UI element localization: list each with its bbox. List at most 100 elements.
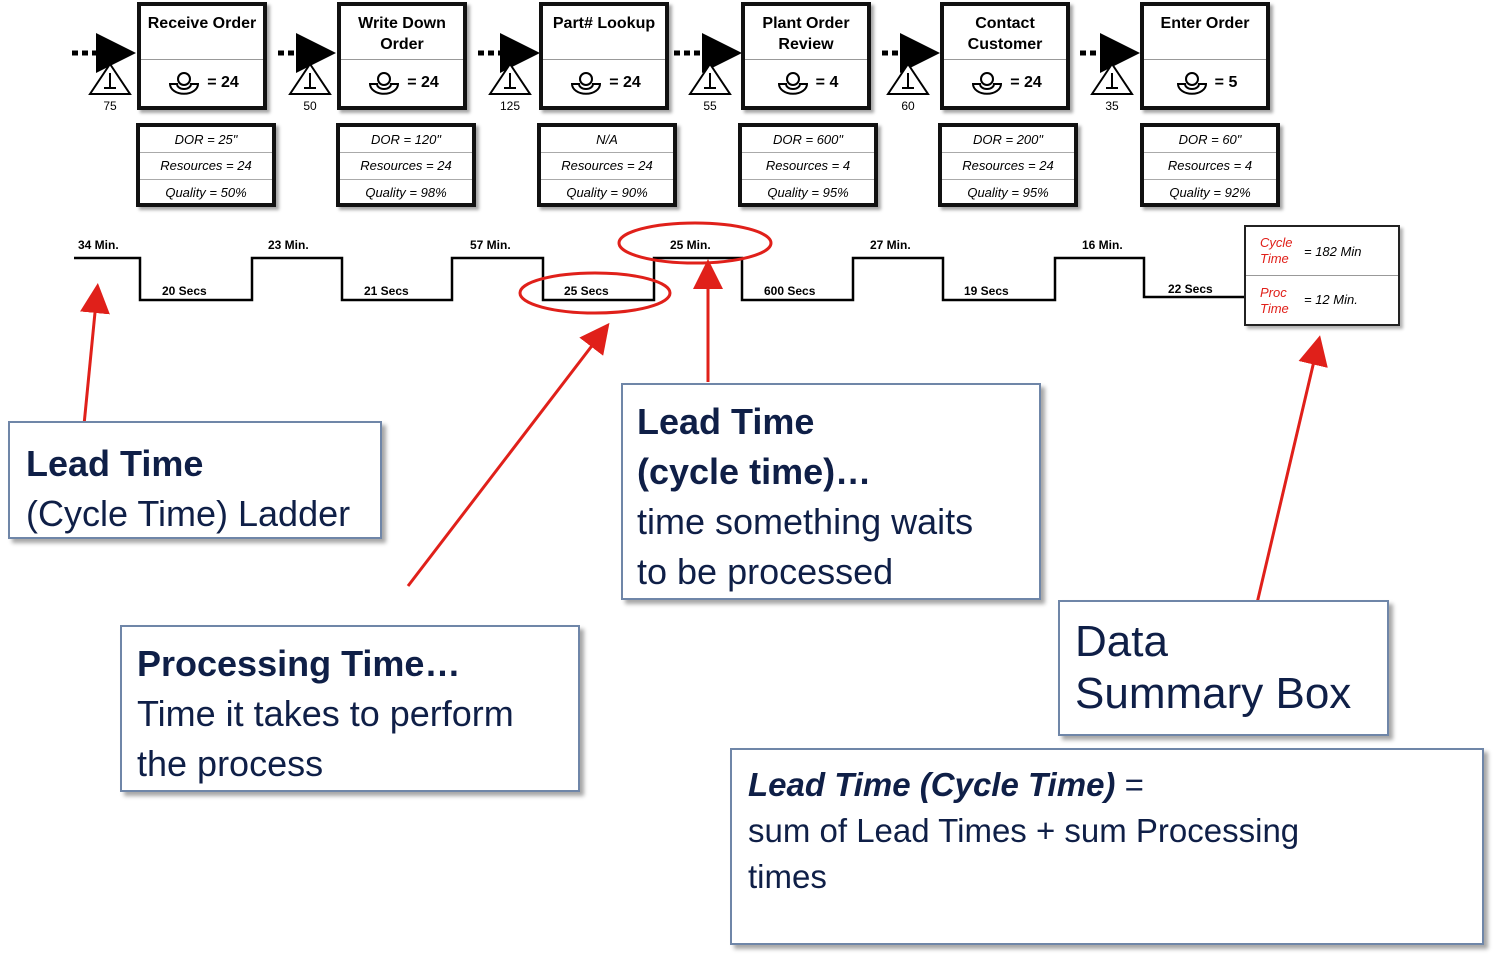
operator-icon [1176, 72, 1207, 95]
callout-body: time something waits [637, 501, 974, 542]
processing-time-label-6: 22 Secs [1168, 282, 1213, 296]
callout-subheading: (cycle time)… [637, 451, 872, 492]
processing-time-highlight [518, 271, 672, 315]
data-box-write-down-order: DOR = 120" Resources = 24 Quality = 98% [336, 123, 476, 207]
inventory-label-6: 35 [1105, 99, 1119, 113]
formula-body: times [748, 858, 827, 895]
data-box-plant-order-review: DOR = 600" Resources = 4 Quality = 95% [738, 123, 878, 207]
inventory-triangle-4 [688, 62, 732, 95]
timeline-ladder [74, 256, 1244, 302]
processing-time-label-2: 21 Secs [364, 284, 409, 298]
inventory-triangle-1 [88, 62, 132, 95]
formula-body: sum of Lead Times + sum Processing [748, 812, 1300, 849]
processing-time-label-4: 600 Secs [764, 284, 816, 298]
dor-value: DOR = 25" [140, 127, 272, 154]
operator-icon [571, 72, 602, 95]
quality-value: Quality = 95% [767, 184, 849, 200]
dor-value: DOR = 600" [742, 127, 874, 154]
process-title: Enter Order [1144, 6, 1266, 60]
process-box-enter-order: Enter Order = 5 [1140, 2, 1270, 110]
callout-heading: Lead Time [637, 401, 815, 442]
formula-line: Lead Time (Cycle Time) = [748, 762, 1482, 808]
process-box-contact-customer: Contact Customer = 24 [940, 2, 1070, 110]
inventory-label-2: 50 [303, 99, 317, 113]
operator-icon [369, 72, 400, 95]
callout-data-summary-box: Data Summary Box [1058, 600, 1389, 736]
callout-body: (Cycle Time) Ladder [26, 493, 351, 534]
inventory-label-5: 60 [901, 99, 915, 113]
resources-value: Resources = 24 [140, 153, 272, 180]
operator-count: = 24 [1010, 74, 1042, 91]
inventory-label-1: 75 [103, 99, 117, 113]
cycle-time-value: = 182 Min [1304, 244, 1362, 259]
resources-value: Resources = 4 [742, 153, 874, 180]
dor-value: N/A [541, 127, 673, 154]
lead-time-label-3: 57 Min. [470, 238, 511, 252]
callout-heading: Lead Time [26, 443, 204, 484]
operator-icon [777, 72, 808, 95]
data-box-receive-order: DOR = 25" Resources = 24 Quality = 50% [136, 123, 276, 207]
pointer-lead-ladder [80, 283, 110, 426]
data-box-contact-customer: DOR = 200" Resources = 24 Quality = 95% [938, 123, 1078, 207]
callout-lead-time-ladder: Lead Time (Cycle Time) Ladder [8, 421, 382, 539]
lead-time-label-4: 25 Min. [670, 238, 711, 252]
inventory-triangle-5 [886, 62, 930, 95]
processing-time-label-1: 20 Secs [162, 284, 207, 298]
inventory-triangle-2 [288, 62, 332, 95]
data-box-enter-order: DOR = 60" Resources = 4 Quality = 92% [1140, 123, 1280, 207]
process-title: Part# Lookup [543, 6, 665, 60]
resources-value: Resources = 4 [1144, 153, 1276, 180]
formula-equals: = [1115, 766, 1144, 803]
process-title: Contact Customer [944, 6, 1066, 60]
operator-icon [972, 72, 1003, 95]
operator-icon [169, 72, 200, 95]
process-title: Plant Order Review [745, 6, 867, 60]
operator-count: = 24 [207, 74, 239, 91]
callout-formula: Lead Time (Cycle Time) = sum of Lead Tim… [730, 748, 1484, 945]
resources-value: Resources = 24 [340, 153, 472, 180]
lead-time-label-6: 16 Min. [1082, 238, 1123, 252]
quality-value: Quality = 92% [1169, 184, 1251, 200]
process-box-plant-order-review: Plant Order Review = 4 [741, 2, 871, 110]
process-box-receive-order: Receive Order = 24 [137, 2, 267, 110]
callout-body: Time it takes to perform [137, 693, 514, 734]
dor-value: DOR = 60" [1144, 127, 1276, 154]
pointer-processing [406, 322, 610, 587]
pointer-summary [1244, 335, 1328, 651]
quality-value: Quality = 90% [566, 184, 648, 200]
processing-time-label-5: 19 Secs [964, 284, 1009, 298]
operator-count: = 24 [609, 74, 641, 91]
inventory-triangle-3 [488, 62, 532, 95]
quality-value: Quality = 98% [365, 184, 447, 200]
callout-line: Data [1075, 617, 1168, 666]
data-summary-box: Cycle Time = 182 Min Proc Time = 12 Min. [1244, 225, 1400, 326]
data-box-part-lookup: N/A Resources = 24 Quality = 90% [537, 123, 677, 207]
callout-line: Summary Box [1075, 669, 1352, 718]
inventory-label-4: 55 [703, 99, 717, 113]
process-title: Receive Order [141, 6, 263, 60]
lead-time-label-5: 27 Min. [870, 238, 911, 252]
callout-lead-time-wait: Lead Time (cycle time)… time something w… [621, 383, 1041, 600]
proc-time-value: = 12 Min. [1304, 292, 1358, 307]
inventory-label-3: 125 [499, 99, 521, 113]
quality-value: Quality = 50% [165, 184, 247, 200]
operator-count: = 5 [1214, 74, 1238, 91]
callout-body: the process [137, 743, 324, 784]
lead-time-label-2: 23 Min. [268, 238, 309, 252]
quality-value: Quality = 95% [967, 184, 1049, 200]
dor-value: DOR = 120" [340, 127, 472, 154]
callout-body: to be processed [637, 551, 894, 592]
formula-term: Lead Time (Cycle Time) [748, 766, 1116, 803]
processing-time-label-3: 25 Secs [564, 284, 609, 298]
dor-value: DOR = 200" [942, 127, 1074, 154]
inventory-triangle-6 [1090, 62, 1134, 95]
operator-count: = 4 [815, 74, 839, 91]
cycle-time-label: Cycle Time [1260, 235, 1293, 266]
process-box-write-down-order: Write Down Order = 24 [337, 2, 467, 110]
process-title: Write Down Order [341, 6, 463, 60]
callout-processing-time: Processing Time… Time it takes to perfor… [120, 625, 580, 792]
process-box-part-lookup: Part# Lookup = 24 [539, 2, 669, 110]
operator-count: = 24 [407, 74, 439, 91]
resources-value: Resources = 24 [541, 153, 673, 180]
